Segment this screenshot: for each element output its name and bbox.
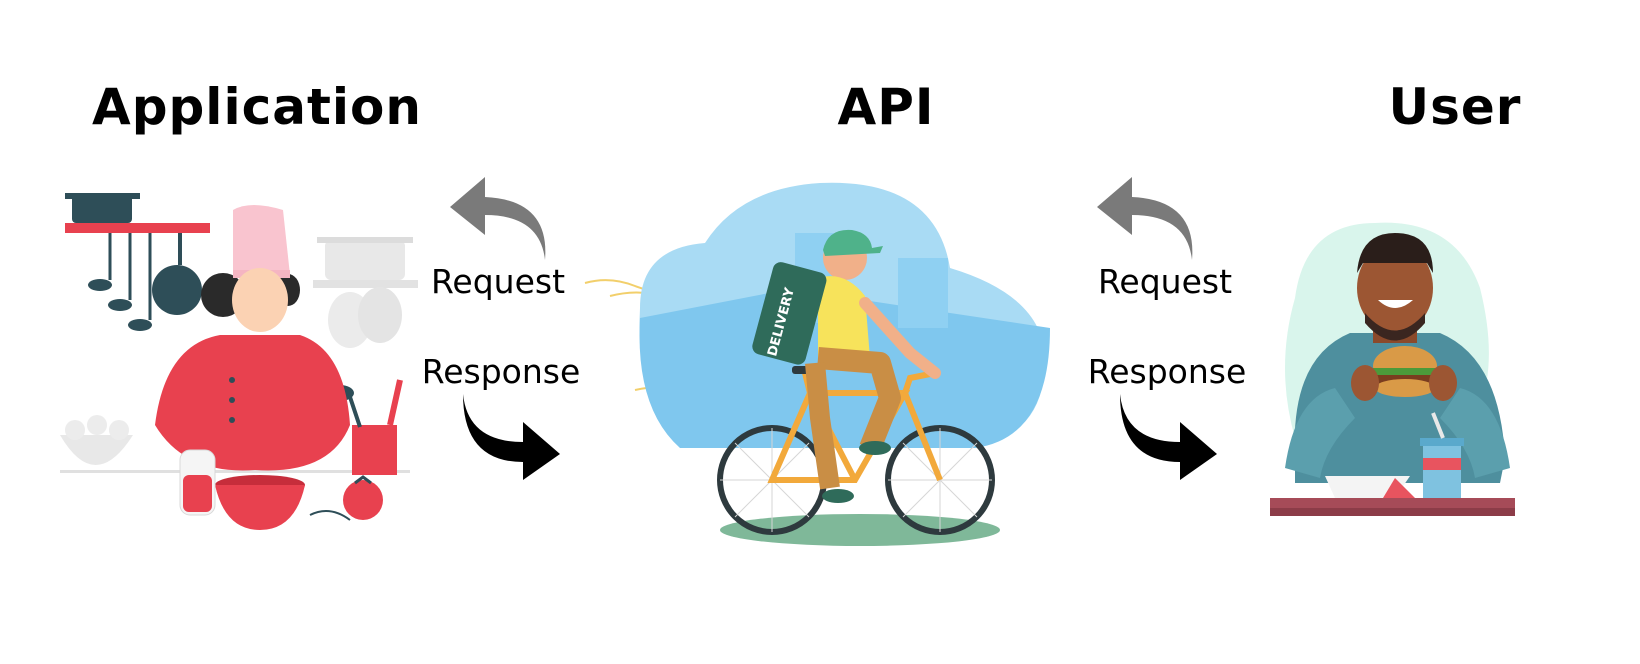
request-label-right: Request — [1097, 262, 1233, 301]
response-label-right: Response — [1087, 352, 1247, 391]
api-title: API — [837, 78, 935, 136]
application-title: Application — [92, 78, 422, 136]
response-arrow-left-icon — [463, 394, 560, 480]
request-arrow-left-icon — [450, 177, 546, 260]
user-title: User — [1388, 78, 1522, 136]
chef-illustration — [60, 193, 418, 530]
request-label-left: Request — [430, 262, 566, 301]
delivery-cyclist-illustration: DELIVERY — [584, 182, 1050, 546]
request-arrow-right-icon — [1097, 177, 1193, 260]
response-arrow-right-icon — [1120, 394, 1217, 480]
user-eating-illustration — [1270, 222, 1515, 516]
response-label-left: Response — [421, 352, 581, 391]
